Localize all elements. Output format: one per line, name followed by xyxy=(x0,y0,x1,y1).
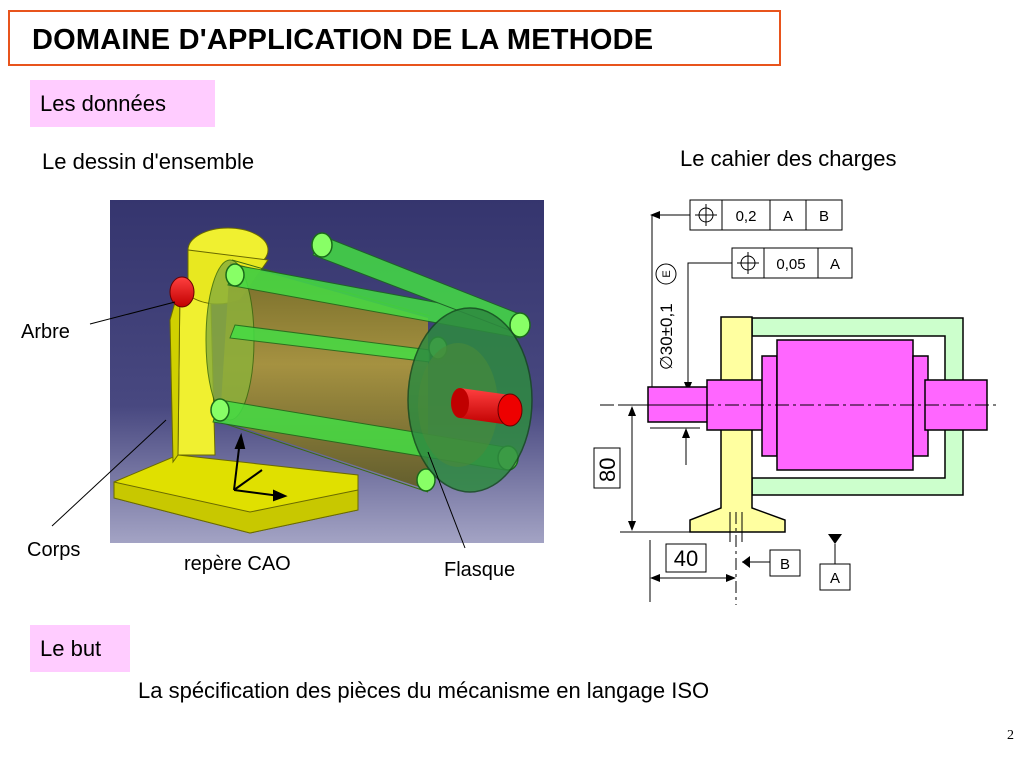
shaft-right-end xyxy=(451,388,523,427)
label-shaft: Arbre xyxy=(21,321,70,343)
position-icon xyxy=(695,204,717,226)
frame1-datum2: B xyxy=(819,208,829,225)
datum-a: A xyxy=(819,534,851,591)
tolerance-frame-2: 0,05 A xyxy=(684,247,853,392)
svg-text:A: A xyxy=(830,570,840,587)
frame2-datum1: A xyxy=(830,256,840,273)
page-number: 2 xyxy=(1007,728,1014,743)
slide-title: DOMAINE D'APPLICATION DE LA METHODE xyxy=(32,24,654,56)
frame2-tolerance: 0,05 xyxy=(776,256,805,273)
cad-render xyxy=(110,200,544,543)
dim-width: 40 xyxy=(674,546,698,571)
frame1-tolerance: 0,2 xyxy=(736,208,757,225)
technical-drawing: 0,2 A B 0,05 A ∅30±0,1 E xyxy=(593,199,1000,605)
tolerance-frame-1: 0,2 A B xyxy=(650,199,843,231)
datum-b: B xyxy=(742,549,801,577)
dim-height: 80 xyxy=(595,458,620,482)
shaft-left-end xyxy=(169,276,195,308)
label-body: Corps xyxy=(27,539,81,561)
label-flange: Flasque xyxy=(444,559,516,581)
title-box: DOMAINE D'APPLICATION DE LA METHODE xyxy=(8,10,781,66)
label-cad-frame: repère CAO xyxy=(184,553,291,575)
body-part xyxy=(113,227,359,534)
envelope-letter: E xyxy=(661,270,673,277)
svg-text:B: B xyxy=(780,556,790,573)
envelope-circle xyxy=(655,263,677,285)
section-goal-heading: Le but xyxy=(30,625,130,672)
section-goal-label: Le but xyxy=(40,636,102,661)
goal-text: La spécification des pièces du mécanisme… xyxy=(138,678,710,703)
section-data-label: Les données xyxy=(40,91,166,116)
frame1-datum1: A xyxy=(783,208,793,225)
diameter-dim: ∅30±0,1 xyxy=(657,303,676,370)
section-data-heading: Les données xyxy=(30,80,215,127)
cad-frame-arrows xyxy=(233,432,288,502)
assembly-heading: Le dessin d'ensemble xyxy=(42,149,255,174)
spec-heading: Le cahier des charges xyxy=(680,146,897,171)
position-icon xyxy=(737,252,759,274)
